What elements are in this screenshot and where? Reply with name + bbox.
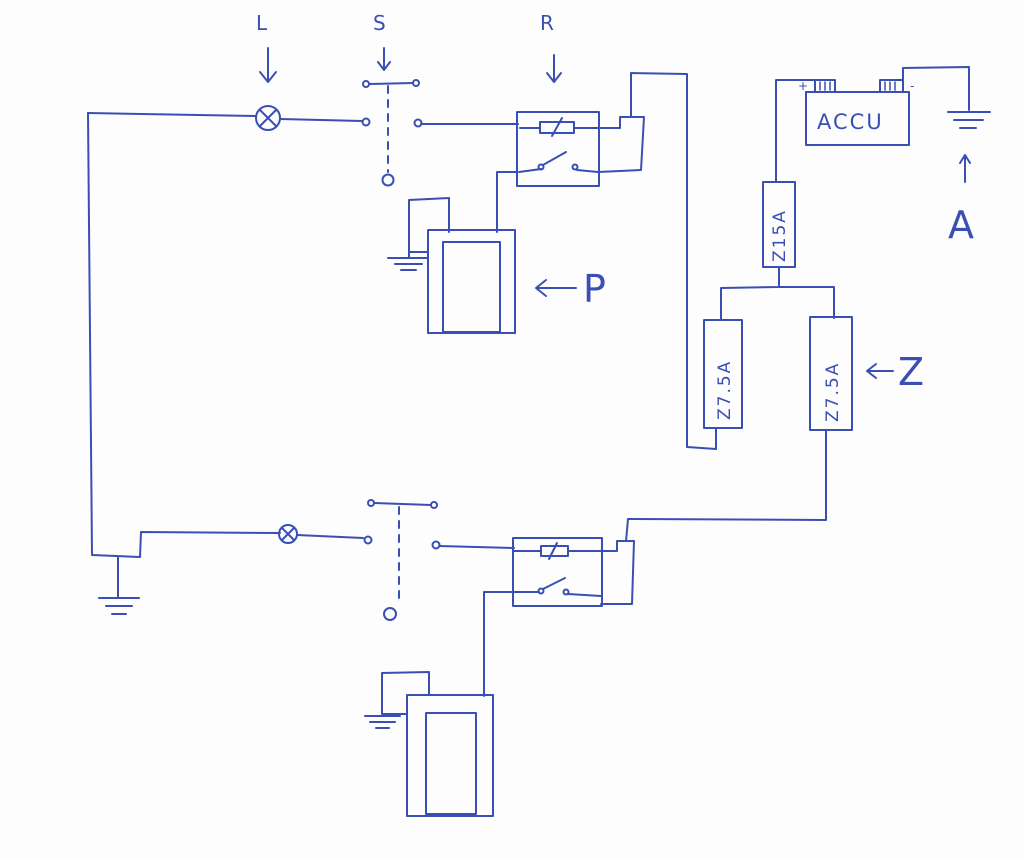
fuse-main: Z15A (762, 181, 796, 268)
fuse-main-label: Z15A (770, 209, 790, 262)
upper-pump-icon (427, 229, 516, 334)
battery-ground-icon (947, 111, 991, 129)
wire-battery-plus (775, 79, 816, 183)
wire-left-bus (87, 112, 281, 558)
battery: ACCU + - (798, 79, 914, 146)
wire-relay-to-pump (496, 171, 518, 233)
fuse-left: Z7.5A (703, 319, 743, 429)
lower-switch (363, 499, 441, 621)
fuse-right-label: Z7.5A (823, 362, 843, 422)
wire-relay-right (597, 116, 645, 173)
wire-left-top (87, 112, 256, 117)
wire-lower-pump-ground (381, 671, 430, 715)
battery-plus-sign: + (798, 79, 808, 93)
accumulator-arrow-icon (959, 154, 971, 183)
lower-relay (512, 537, 603, 607)
wire-lower-lamp-to-switch (296, 534, 364, 539)
switch-arrow-icon (377, 47, 391, 71)
fuse-left-label: Z7.5A (715, 360, 735, 420)
wire-lower-feed (625, 429, 827, 542)
battery-label: ACCU (817, 110, 884, 134)
relay-arrow-icon (546, 54, 562, 83)
lower-lamp-icon (278, 524, 298, 544)
lamp-label: L (256, 11, 268, 35)
lower-ground-icon (364, 715, 401, 729)
lower-left-ground-icon (98, 556, 140, 615)
wire-lower-relay-right (600, 540, 635, 605)
wire-lower-relay-to-pump (483, 591, 515, 697)
wire-pump-ground (408, 197, 450, 253)
pump-label: P (583, 267, 606, 311)
switch-label: S (373, 11, 386, 35)
wire-fuse-left (720, 266, 780, 321)
wire-battery-minus (902, 66, 970, 111)
upper-lamp-icon (255, 105, 281, 131)
relay-label: R (540, 11, 554, 35)
accumulator-label: A (948, 203, 974, 247)
fuse-right: Z7.5A (809, 316, 853, 431)
lamp-arrow-icon (259, 47, 277, 83)
upper-circuit (87, 72, 717, 558)
lower-pump-icon (406, 694, 494, 817)
lower-circuit (98, 429, 827, 817)
fuse-tag-label: Z (898, 350, 924, 394)
upper-switch (361, 79, 423, 187)
fuse-arrow-icon (866, 363, 894, 379)
annotations: L S R P A Z (256, 11, 974, 394)
wire-upper-feed (630, 72, 717, 450)
upper-ground-icon (387, 251, 429, 271)
wire-fuse-right (778, 286, 835, 319)
upper-relay (516, 111, 601, 187)
power-section: ACCU + - Z15A Z7.5A Z7.5A (703, 66, 991, 450)
wire-lower-switch-to-relay (438, 545, 515, 549)
battery-minus-sign: - (910, 79, 914, 93)
pump-arrow-icon (535, 279, 577, 297)
wire-lamp-to-switch (279, 118, 363, 122)
